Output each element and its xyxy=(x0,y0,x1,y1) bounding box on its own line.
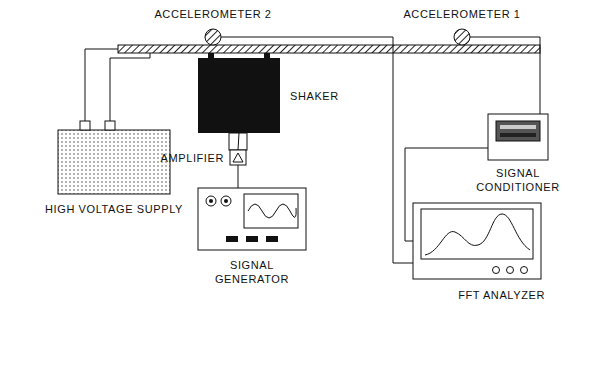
beam xyxy=(118,45,540,53)
analyzer-screen xyxy=(421,209,533,259)
accelerometer: ACCELEROMETER 2 xyxy=(205,29,221,45)
generator-body xyxy=(198,188,306,250)
conditioner-display xyxy=(496,121,540,141)
signal-generator: SIGNAL GENERATOR xyxy=(198,188,306,250)
accelerometer-body xyxy=(454,29,470,45)
amplifier: AMPLIFIER xyxy=(230,150,246,165)
knob xyxy=(206,196,216,206)
signal-wire xyxy=(470,37,540,114)
sine-wave xyxy=(248,204,296,218)
input-socket xyxy=(493,267,500,274)
component-label: SHAKER xyxy=(290,89,339,103)
component-label: SIGNAL CONDITIONER xyxy=(472,166,564,194)
component-label: FFT ANALYZER xyxy=(458,288,545,302)
component-label: ACCELEROMETER 1 xyxy=(403,7,520,21)
shaker-body xyxy=(198,58,280,133)
fft-analyzer: FFT ANALYZER xyxy=(413,203,541,279)
supply-wire xyxy=(110,53,150,121)
supply-wire xyxy=(85,49,118,121)
component-label: HIGH VOLTAGE SUPPLY xyxy=(45,202,183,216)
button xyxy=(226,236,238,242)
terminal xyxy=(105,121,115,130)
high-voltage-supply: HIGH VOLTAGE SUPPLY xyxy=(58,130,170,194)
component-label: SIGNAL GENERATOR xyxy=(210,258,294,286)
component-label: ACCELEROMETER 2 xyxy=(154,7,271,21)
knob xyxy=(221,196,231,206)
spectrum-curve xyxy=(425,214,530,255)
amplifier-symbol xyxy=(233,153,243,162)
accelerometer: ACCELEROMETER 1 xyxy=(454,29,470,45)
generator-screen xyxy=(244,194,298,228)
terminal xyxy=(80,121,90,130)
signal-conditioner: SIGNAL CONDITIONER xyxy=(488,114,548,160)
analyzer-body xyxy=(413,203,541,279)
signal-wire xyxy=(238,165,239,188)
component-label: AMPLIFIER xyxy=(161,151,224,165)
signal-wire xyxy=(221,37,413,263)
conditioner-body xyxy=(488,114,548,160)
amplifier-body xyxy=(230,150,246,165)
button xyxy=(246,236,258,242)
supply-body xyxy=(58,130,170,194)
signal-wire xyxy=(238,133,239,150)
shaker-stem xyxy=(229,133,247,150)
signal-wire xyxy=(405,148,488,241)
button xyxy=(266,236,278,242)
input-socket xyxy=(507,267,514,274)
accelerometer-body xyxy=(205,29,221,45)
input-socket xyxy=(521,267,528,274)
shaker: SHAKER xyxy=(198,58,280,133)
